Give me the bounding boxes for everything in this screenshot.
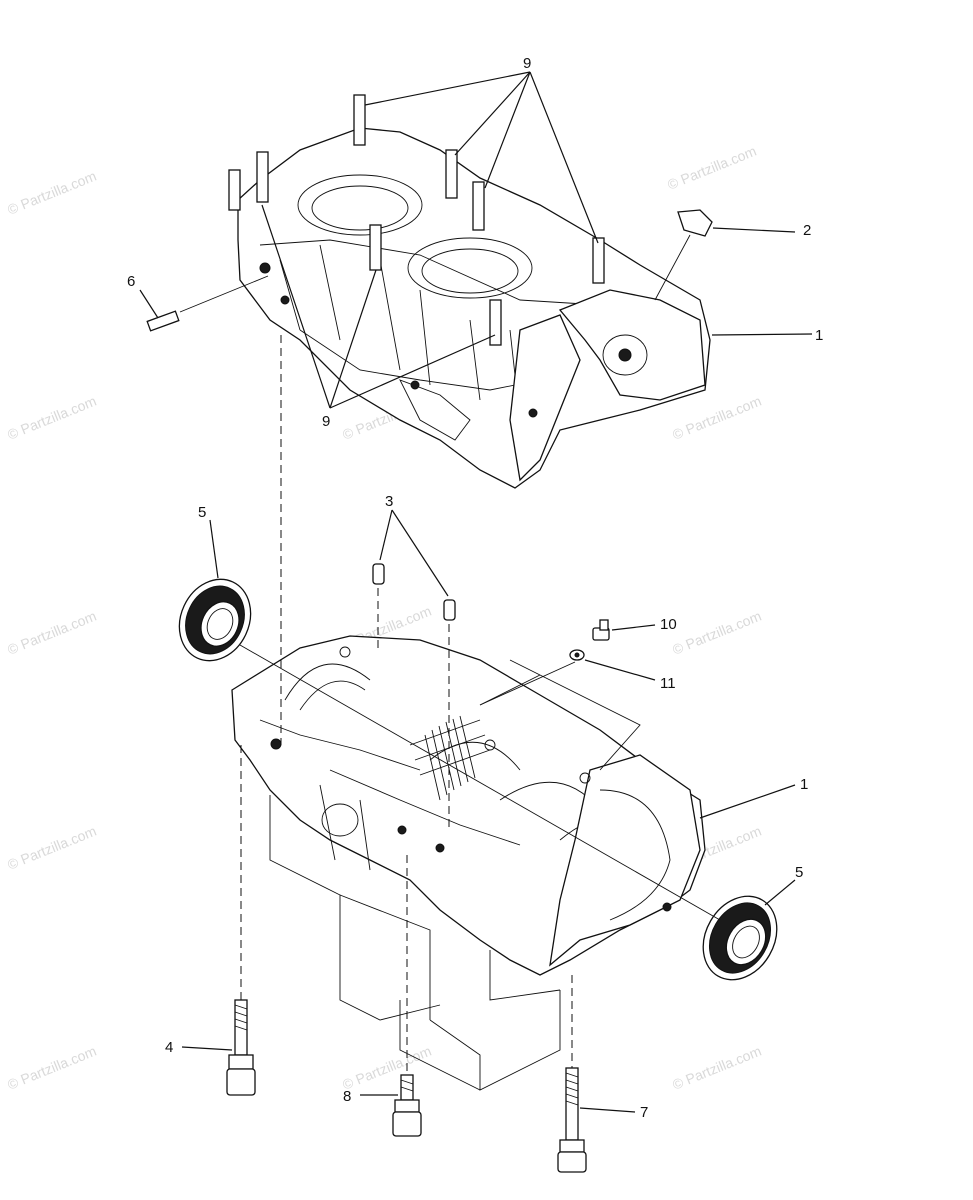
callout-5-left: 5: [198, 504, 206, 521]
part-2-plate: [654, 209, 796, 301]
callout-8: 8: [343, 1088, 351, 1105]
watermark: © Partzilla.com: [5, 168, 98, 218]
callout-10: 10: [660, 616, 677, 633]
callout-3: 3: [385, 493, 393, 510]
oil-seal-left-item-5: [178, 578, 252, 662]
crank-axis-line: [239, 644, 721, 921]
watermark: © Partzilla.com: [670, 1043, 763, 1093]
callout-9-bottom: 9: [322, 413, 330, 430]
callout-6: 6: [127, 273, 135, 290]
callout-5-right: 5: [795, 864, 803, 881]
leader-5-left: [209, 519, 219, 579]
callout-1-lower: 1: [800, 776, 808, 793]
watermark: © Partzilla.com: [340, 1043, 433, 1093]
leader-1-lower: [699, 784, 796, 819]
bolt-item-8: [360, 1074, 422, 1137]
bolt-10-washer-11: [479, 619, 656, 706]
lower-crankcase: [231, 635, 706, 1091]
watermark: © Partzilla.com: [670, 393, 763, 443]
bolt-item-4: [181, 999, 256, 1096]
watermark: © Partzilla.com: [670, 608, 763, 658]
callout-4: 4: [165, 1039, 173, 1056]
watermark: © Partzilla.com: [665, 143, 758, 193]
callout-2: 2: [803, 222, 811, 239]
watermark: © Partzilla.com: [5, 1043, 98, 1093]
watermark: © Partzilla.com: [5, 393, 98, 443]
callout-7: 7: [640, 1104, 648, 1121]
dowel-pins-item-3: [372, 509, 456, 830]
part-6-pin: [139, 275, 269, 332]
callouts: 9 2 1 6 9 5 3 10 11 1 5 4 8 7: [127, 55, 823, 1121]
callout-9-top: 9: [523, 55, 531, 72]
oil-seal-right-item-5: [702, 895, 778, 981]
bolt-item-7: [557, 1067, 636, 1173]
upper-leaders: [261, 71, 813, 409]
callout-1-upper: 1: [815, 327, 823, 344]
callout-11: 11: [660, 675, 676, 692]
alignment-lines: [240, 335, 573, 1075]
watermark: © Partzilla.com: [5, 823, 98, 873]
watermark: © Partzilla.com: [5, 608, 98, 658]
upper-crankcase: [237, 127, 711, 489]
studs-item-9: [228, 94, 605, 346]
leader-5-right: [764, 879, 796, 906]
